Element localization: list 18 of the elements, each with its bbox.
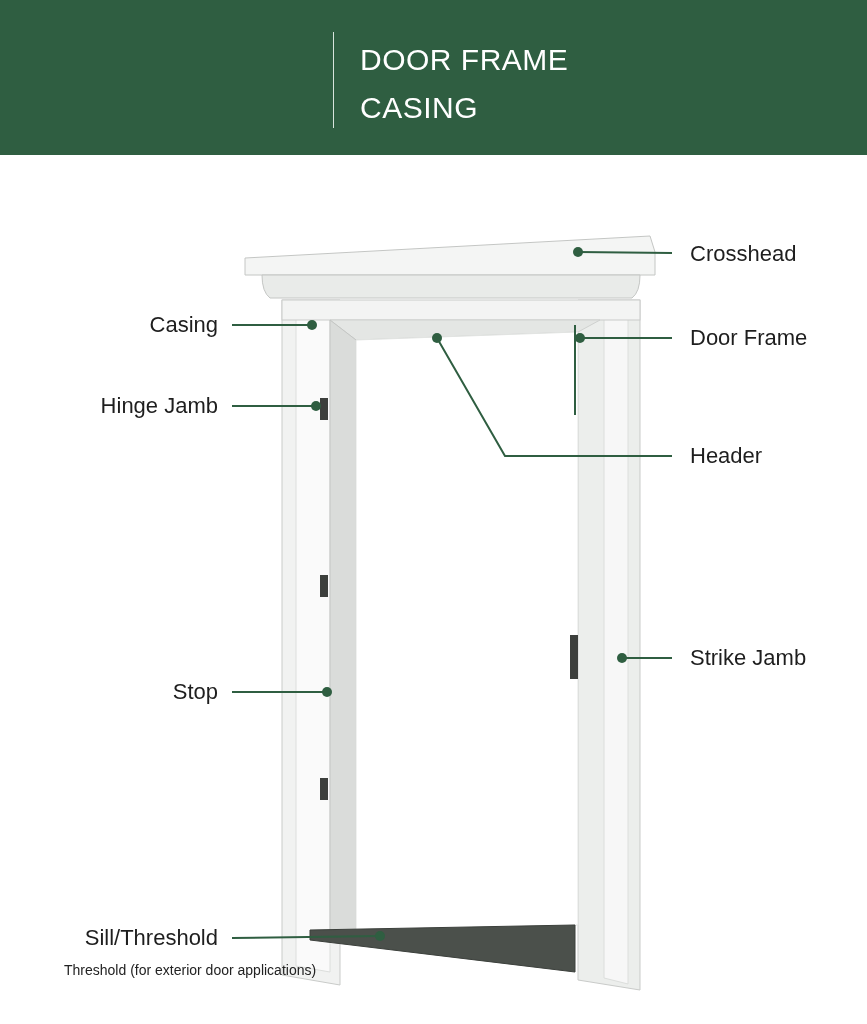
part-label: Crosshead [690,241,797,267]
leader-line [617,653,673,663]
leader-line [231,687,332,697]
part-label: Header [690,443,763,469]
part-label: Sill/Threshold [84,925,218,951]
leader-line [575,333,673,343]
note: Threshold (for exterior door applications) [64,962,317,978]
leader-line [573,247,673,257]
part-label: Door Frame [690,325,808,351]
part-label: Strike Jamb [690,645,807,671]
leader-line [432,333,673,457]
leader-line [231,320,317,330]
title: DOOR FRAME CASING [360,42,570,126]
part-label: Casing [149,312,218,338]
leader-line [231,401,321,411]
part-label: Hinge Jamb [100,393,218,419]
part-label: Stop [172,679,218,705]
leader-line [231,931,385,941]
